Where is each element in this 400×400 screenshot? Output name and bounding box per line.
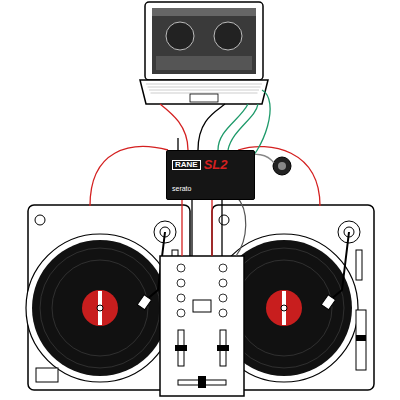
model-label: RANE <box>172 160 201 171</box>
rca-cable <box>177 138 178 150</box>
rca-cable <box>90 147 168 206</box>
rca-cable <box>211 200 212 256</box>
rca-cable <box>160 104 188 150</box>
ground-cable <box>236 196 246 256</box>
usb-cable <box>218 104 248 150</box>
rca-cable <box>191 200 192 256</box>
rca-cable <box>198 104 225 150</box>
interface-box: RANESL2 serato <box>166 150 255 200</box>
rca-cable <box>221 200 222 256</box>
rca-cable <box>181 200 182 256</box>
model-label: SL2 <box>204 158 228 172</box>
usb-cable <box>228 104 258 150</box>
brand-label: serato <box>172 185 249 193</box>
